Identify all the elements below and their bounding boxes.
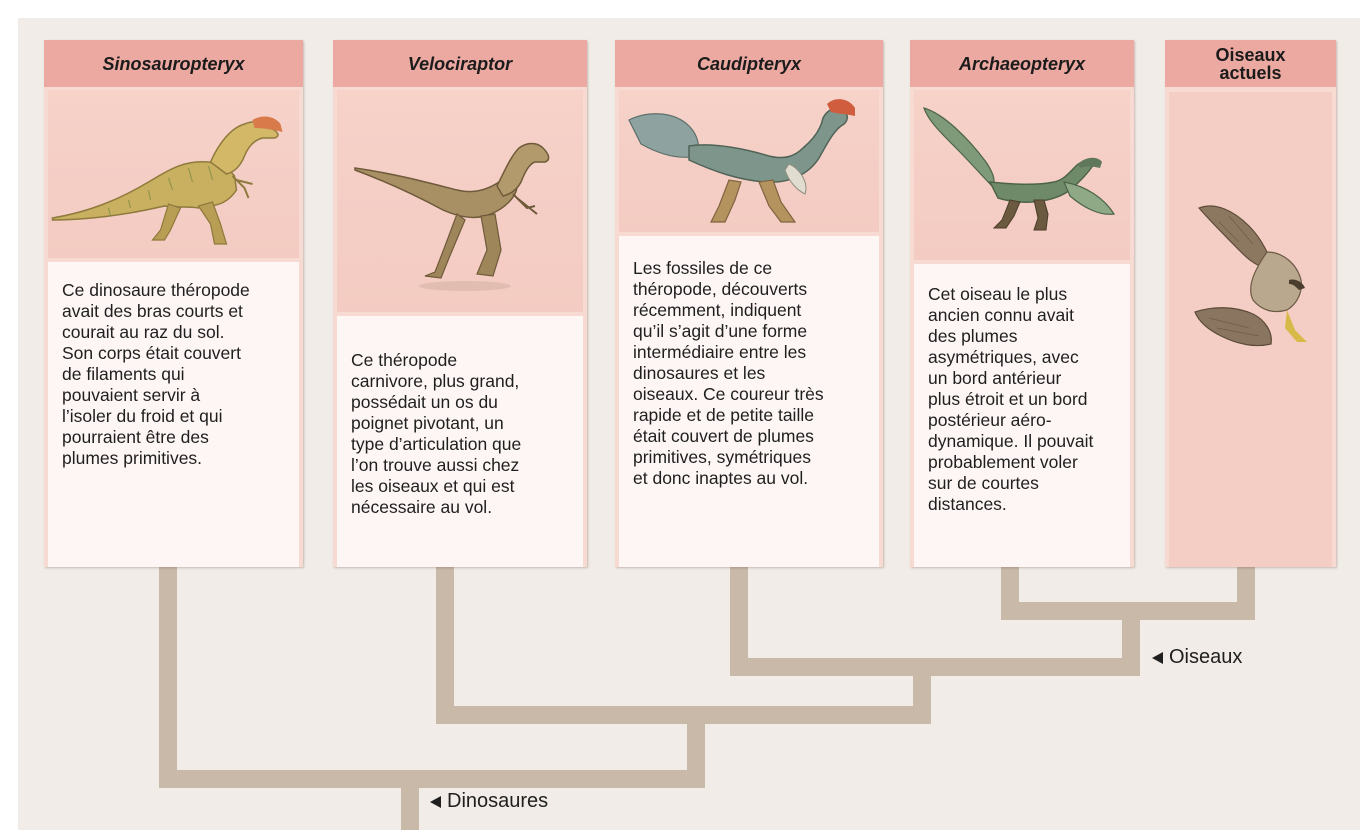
description-caudipteryx: Les fossiles de ce théropode, découverts…: [619, 236, 879, 567]
panel-caudipteryx: Caudipteryx Les fossiles de ce théropode…: [615, 40, 883, 567]
taxon-name-oiseaux-actuels: Oiseaux actuels: [1215, 44, 1286, 83]
tree-branch-oiseaux-actuels: [1237, 566, 1255, 620]
picture-sinosauropteryx: [48, 90, 299, 258]
left-triangle-icon: [430, 795, 441, 808]
panel-archaeopteryx: Archaeopteryx Cet oiseau le plus ancien …: [910, 40, 1134, 567]
panel-header-oiseaux-actuels: Oiseaux actuels: [1165, 40, 1336, 87]
tree-node-level2: [436, 706, 931, 724]
archaeopteryx-illustration: [923, 107, 1115, 231]
panel-velociraptor: Velociraptor Ce théropode carnivore, plu…: [333, 40, 587, 567]
description-archaeopteryx: Cet oiseau le plus ancien connu avait de…: [914, 264, 1130, 567]
picture-archaeopteryx: [914, 90, 1130, 260]
phylogenetic-tree: [159, 566, 1255, 830]
clade-label-dinosaures-text: Dinosaures: [447, 790, 549, 812]
left-triangle-icon: [1152, 651, 1163, 664]
taxon-name-sinosauropteryx: Sinosauropteryx: [102, 53, 245, 74]
tree-node-level4: [1001, 602, 1255, 620]
taxon-name-velociraptor: Velociraptor: [407, 53, 513, 74]
picture-caudipteryx: [619, 90, 879, 232]
clade-label-dinosaures: Dinosaures: [430, 790, 548, 813]
panel-header-caudipteryx: Caudipteryx: [615, 40, 883, 87]
picture-oiseaux-actuels: [1169, 92, 1332, 567]
panel-header-sinosauropteryx: Sinosauropteryx: [44, 40, 303, 87]
description-velociraptor: Ce théropode carnivore, plus grand, poss…: [337, 316, 583, 567]
tree-branch-velociraptor: [436, 566, 454, 724]
picture-velociraptor: [337, 90, 583, 312]
tree-branch-sinosauropteryx: [159, 566, 177, 788]
panel-sinosauropteryx: Sinosauropteryx Ce dinosaure théropode a…: [44, 40, 303, 567]
hawk-illustration: [1194, 205, 1307, 347]
taxon-name-caudipteryx: Caudipteryx: [696, 53, 802, 74]
panel-header-archaeopteryx: Archaeopteryx: [910, 40, 1134, 87]
panel-oiseaux-actuels: Oiseaux actuels: [1165, 40, 1336, 567]
velociraptor-illustration: [354, 142, 550, 291]
tree-stem-level2: [687, 706, 705, 788]
description-sinosauropteryx: Ce dinosaure théropode avait des bras co…: [48, 262, 299, 567]
panel-header-velociraptor: Velociraptor: [333, 40, 587, 87]
clade-label-oiseaux: Oiseaux: [1152, 646, 1242, 669]
tree-branch-caudipteryx: [730, 566, 748, 676]
dinosaur-illustration: [51, 116, 283, 245]
clade-label-oiseaux-text: Oiseaux: [1169, 646, 1243, 668]
tree-node-oiseaux: [730, 658, 1140, 676]
caudipteryx-illustration: [628, 99, 855, 223]
tree-stem-level4: [1122, 602, 1140, 676]
tree-node-dinosaures: [159, 770, 705, 788]
tree-branch-archaeopteryx: [1001, 566, 1019, 620]
taxon-name-archaeopteryx: Archaeopteryx: [958, 53, 1086, 74]
phylogeny-diagram: Dinosaures Oiseaux Sinosauropteryx: [18, 18, 1360, 830]
